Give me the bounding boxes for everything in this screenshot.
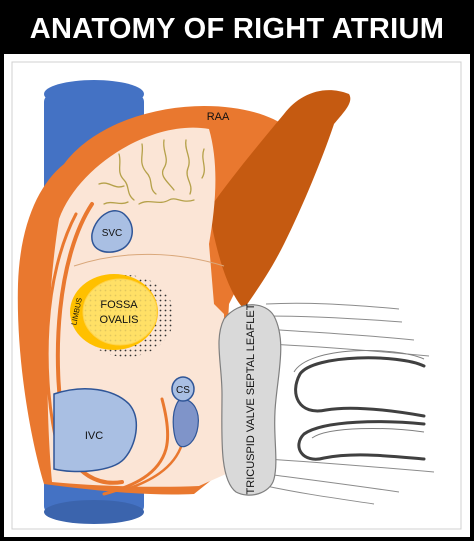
- fossa-label-line1: FOSSA: [100, 299, 138, 311]
- figure-title: ANATOMY OF RIGHT ATRIUM: [4, 4, 470, 54]
- fossa-label-line2: OVALIS: [100, 314, 139, 326]
- papillary-muscles: [294, 356, 426, 461]
- cs-label: CS: [176, 385, 190, 396]
- raa-label: RAA: [207, 111, 230, 123]
- coronary-sinus: CS: [171, 376, 199, 448]
- ivc-label: IVC: [85, 430, 103, 442]
- svc-orifice: [91, 210, 133, 253]
- tendon-line: [73, 253, 225, 267]
- svc-label: SVC: [102, 228, 123, 239]
- right-atrial-appendage: [209, 90, 351, 309]
- tricuspid-leaflet-label: TRICUSPID VALVE SEPTAL LEAFLET: [245, 303, 257, 494]
- fossa-ovalis-group: FOSSA OVALIS LIMBUS: [69, 274, 174, 357]
- tricuspid-septal-leaflet: [218, 304, 282, 496]
- pectinate-muscles: [98, 139, 205, 205]
- papillary-thin-lines: [293, 350, 425, 439]
- ivc-orifice: [53, 388, 137, 473]
- anatomy-diagram: SVC FOSSA OVALIS LIMBUS IVC CS: [11, 61, 462, 530]
- fossa-inner-dots: [84, 280, 156, 344]
